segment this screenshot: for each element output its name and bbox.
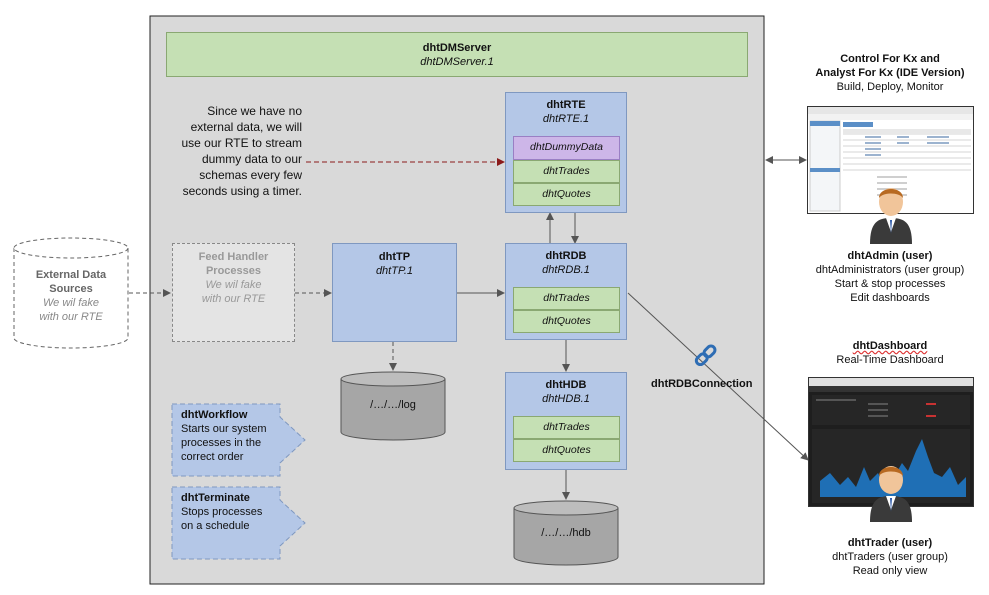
feed-handler-box: Feed Handler Processes We wil fake with … (172, 243, 295, 342)
rte-table-trades: dhtTrades (513, 160, 620, 183)
hdb-table-quotes: dhtQuotes (513, 439, 620, 462)
trader-user-block: dhtTrader (user) dhtTraders (user group)… (832, 537, 948, 577)
rte-note: Since we have no external data, we will … (181, 104, 303, 198)
server-header: dhtDMServer dhtDMServer.1 (166, 32, 748, 77)
rte-table-quotes: dhtQuotes (513, 183, 620, 206)
hdb-cylinder (513, 500, 619, 566)
external-sources-cylinder (13, 237, 129, 349)
terminate-label: dhtTerminate Stops processes on a schedu… (181, 492, 263, 532)
admin-avatar (870, 188, 912, 244)
rdb-table-trades: dhtTrades (513, 287, 620, 310)
link-icon (694, 344, 717, 366)
terminate-shape (171, 486, 306, 560)
control-header: Control For Kx and Analyst For Kx (IDE V… (815, 53, 965, 93)
server-subtitle: dhtDMServer.1 (420, 55, 494, 68)
log-cylinder (340, 371, 446, 441)
hdb-path-label: /…/…/hdb (541, 527, 591, 539)
rdb-table-quotes: dhtQuotes (513, 310, 620, 333)
hdb-table-trades: dhtTrades (513, 416, 620, 439)
trader-avatar (870, 466, 912, 522)
log-path-label: /…/…/log (370, 399, 416, 411)
workflow-label: dhtWorkflow Starts our system processes … (181, 409, 267, 463)
admin-user-block: dhtAdmin (user) dhtAdministrators (user … (815, 250, 965, 304)
dashboard-header: dhtDashboard Real-Time Dashboard (836, 340, 944, 366)
server-title: dhtDMServer (422, 41, 492, 54)
rdb-connection-label: dhtRDBConnection (651, 378, 753, 390)
rte-table-dummydata: dhtDummyData (513, 136, 620, 160)
workflow-shape (171, 403, 306, 477)
external-sources-label: External Data Sources We wil fake with o… (35, 269, 107, 323)
tp-process-box: dhtTP dhtTP.1 (332, 243, 457, 342)
